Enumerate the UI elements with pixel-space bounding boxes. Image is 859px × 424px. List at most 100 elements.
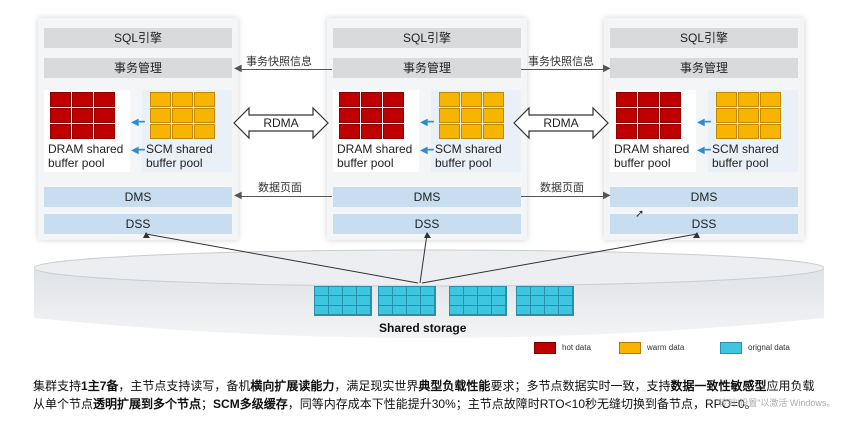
original-data-cell — [315, 305, 329, 315]
original-data-cell — [478, 305, 492, 315]
rdma-label: RDMA — [543, 116, 579, 130]
hot-data-cell — [50, 92, 71, 107]
warm-data-cell — [194, 92, 215, 107]
warm-data-cell — [461, 108, 482, 123]
warm-data-cell — [439, 108, 460, 123]
original-data-cell — [357, 287, 371, 297]
original-data-cell — [421, 287, 435, 297]
warm-data-cell — [150, 108, 171, 123]
warm-data-cell — [439, 92, 460, 107]
original-data-cell — [517, 296, 531, 306]
hot-data-grid — [616, 92, 681, 139]
hot-data-cell — [72, 92, 93, 107]
hot-data-cell — [660, 92, 681, 107]
legend-swatch-hot — [534, 342, 556, 354]
arrow-right-icon: ▶ — [603, 190, 611, 201]
desc-bold: SCM多级缓存 — [213, 397, 288, 411]
hot-data-cell — [361, 108, 382, 123]
arrow-left-icon: ◀━ — [697, 145, 711, 156]
shared-storage-label: Shared storage — [379, 321, 467, 335]
original-data-cell — [379, 305, 393, 315]
original-data-cell — [478, 287, 492, 297]
desc-bold: 横向扩展读能力 — [250, 379, 335, 393]
sql-engine-bar: SQL引擎 — [44, 28, 232, 48]
desc-part: ； — [201, 397, 214, 411]
hot-data-cell — [383, 92, 404, 107]
original-data-cell — [517, 305, 531, 315]
original-data-cell — [329, 305, 343, 315]
original-data-cell — [492, 305, 506, 315]
warm-data-cell — [172, 108, 193, 123]
dss-band: DSS — [333, 214, 521, 234]
hot-data-cell — [616, 124, 637, 139]
hot-data-cell — [72, 108, 93, 123]
hot-data-cell — [339, 108, 360, 123]
scm-pool-label: SCM shared buffer pool — [712, 142, 779, 170]
warm-data-grid — [439, 92, 504, 139]
warm-data-cell — [483, 92, 504, 107]
legend-swatch-original — [720, 342, 742, 354]
warm-data-cell — [760, 124, 781, 139]
warm-data-cell — [172, 92, 193, 107]
original-data-cell — [357, 305, 371, 315]
hot-data-cell — [339, 124, 360, 139]
hot-data-cell — [660, 124, 681, 139]
original-data-cell — [531, 305, 545, 315]
original-data-cell — [379, 296, 393, 306]
original-data-cell — [464, 296, 478, 306]
original-data-cell — [421, 296, 435, 306]
original-data-block — [449, 286, 507, 316]
original-data-cell — [559, 305, 573, 315]
warm-data-grid — [150, 92, 215, 139]
desc-part: 集群支持 — [33, 379, 82, 393]
original-data-cell — [450, 305, 464, 315]
warm-data-cell — [760, 108, 781, 123]
warm-data-cell — [439, 124, 460, 139]
description-text: 集群支持1主7备，主节点支持读写，备机横向扩展读能力，满足现实世界典型负载性能要… — [33, 377, 823, 413]
dram-buffer-pool: DRAM shared buffer pool — [44, 90, 130, 172]
warm-data-cell — [738, 108, 759, 123]
hot-data-cell — [361, 124, 382, 139]
hot-data-cell — [94, 92, 115, 107]
warm-data-cell — [194, 108, 215, 123]
hot-data-cell — [50, 108, 71, 123]
double-arrow-icon — [233, 106, 329, 140]
warm-data-cell — [172, 124, 193, 139]
desc-part: 应用负载从单个节点 — [33, 379, 815, 411]
original-data-cell — [407, 287, 421, 297]
hot-data-cell — [616, 92, 637, 107]
warm-data-cell — [716, 124, 737, 139]
original-data-cell — [343, 296, 357, 306]
original-data-cell — [407, 296, 421, 306]
original-data-cell — [357, 296, 371, 306]
original-data-cell — [315, 287, 329, 297]
scm-pool-label: SCM shared buffer pool — [435, 142, 502, 170]
cluster-node: SQL引擎 事务管理 DRAM shared buffer pool SCM s… — [38, 18, 238, 240]
hot-data-grid — [50, 92, 115, 139]
original-data-cell — [343, 305, 357, 315]
snapshot-line-left — [239, 69, 332, 70]
desc-part: 要求；多节点数据实时一致，支持 — [490, 379, 671, 393]
original-data-cell — [492, 296, 506, 306]
original-data-cell — [545, 305, 559, 315]
hot-data-cell — [50, 124, 71, 139]
original-data-cell — [379, 287, 393, 297]
original-data-block — [378, 286, 436, 316]
original-data-cell — [517, 287, 531, 297]
original-data-cell — [492, 287, 506, 297]
original-data-cell — [478, 296, 492, 306]
rdma-link-right: RDMA — [513, 106, 609, 140]
original-data-cell — [450, 296, 464, 306]
original-data-cell — [393, 305, 407, 315]
hot-data-cell — [72, 124, 93, 139]
hot-data-cell — [638, 108, 659, 123]
original-data-cell — [393, 296, 407, 306]
warm-data-cell — [150, 124, 171, 139]
desc-bold: 透明扩展到多个节点 — [93, 397, 202, 411]
hot-data-cell — [339, 92, 360, 107]
original-data-cell — [531, 296, 545, 306]
hot-data-cell — [638, 92, 659, 107]
legend-label-warm: warm data — [647, 343, 685, 352]
hot-data-cell — [638, 124, 659, 139]
page-label-left: 数据页面 — [258, 182, 302, 194]
